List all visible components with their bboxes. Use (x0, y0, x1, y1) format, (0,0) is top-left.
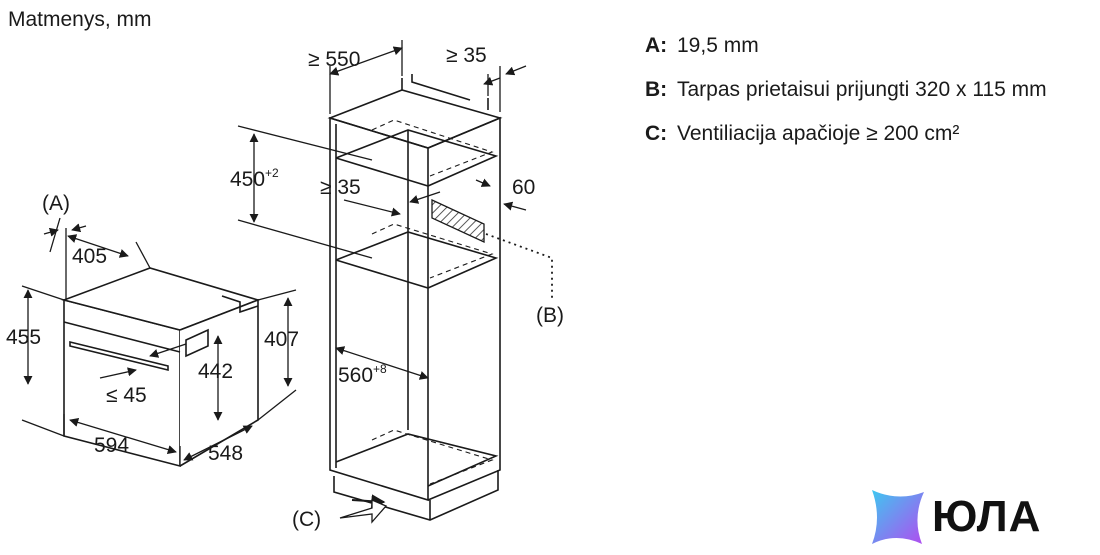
page-title: Matmenys, mm (8, 8, 152, 31)
label-a-callout: (A) (42, 192, 70, 215)
label-ge35-mid: ≥ 35 (320, 176, 361, 199)
label-407: 407 (264, 328, 299, 351)
label-b-callout: (B) (536, 304, 564, 327)
label-c-callout: (C) (292, 508, 321, 531)
legend-key: C: (645, 122, 668, 145)
connection-leader (485, 233, 553, 300)
label-560: 560+8 (338, 362, 387, 387)
label-450: 450+2 (230, 166, 279, 191)
logo-star-icon (872, 490, 924, 544)
label-ge550: ≥ 550 (308, 48, 360, 71)
label-ge35-top: ≥ 35 (446, 44, 487, 67)
brand-logo: ЮЛА (868, 488, 1096, 546)
logo-text: ЮЛА (932, 492, 1042, 541)
legend-text: Ventiliacija apačioje ≥ 200 cm² (677, 122, 960, 145)
label-442: 442 (198, 360, 233, 383)
cabinet-drawing (327, 74, 503, 521)
legend-text: 19,5 mm (677, 34, 759, 57)
legend-item-a: A: 19,5 mm (645, 34, 1085, 58)
legend-item-b: B: Tarpas prietaisui prijungti 320 x 115… (645, 78, 1085, 102)
legend-key: B: (645, 78, 668, 101)
legend-key: A: (645, 34, 668, 57)
label-455: 455 (6, 326, 41, 349)
legend-item-c: C: Ventiliacija apačioje ≥ 200 cm² (645, 122, 1085, 146)
legend-text: Tarpas prietaisui prijungti 320 x 115 mm (677, 78, 1047, 101)
connection-area-hatch (431, 198, 485, 244)
cabinet-hidden-lines (371, 119, 494, 485)
dimension-labels: (A) 405 455 442 407 ≤ 45 594 548 ≥ 550 ≥… (6, 44, 564, 531)
label-le45: ≤ 45 (106, 384, 147, 407)
label-405: 405 (72, 245, 107, 268)
legend: A: 19,5 mm B: Tarpas prietaisui prijungt… (645, 34, 1085, 166)
cabinet-dimensions (237, 40, 527, 524)
oven-dimensions (21, 217, 297, 466)
label-594: 594 (94, 434, 129, 457)
label-60: 60 (512, 176, 535, 199)
label-548: 548 (208, 442, 243, 465)
